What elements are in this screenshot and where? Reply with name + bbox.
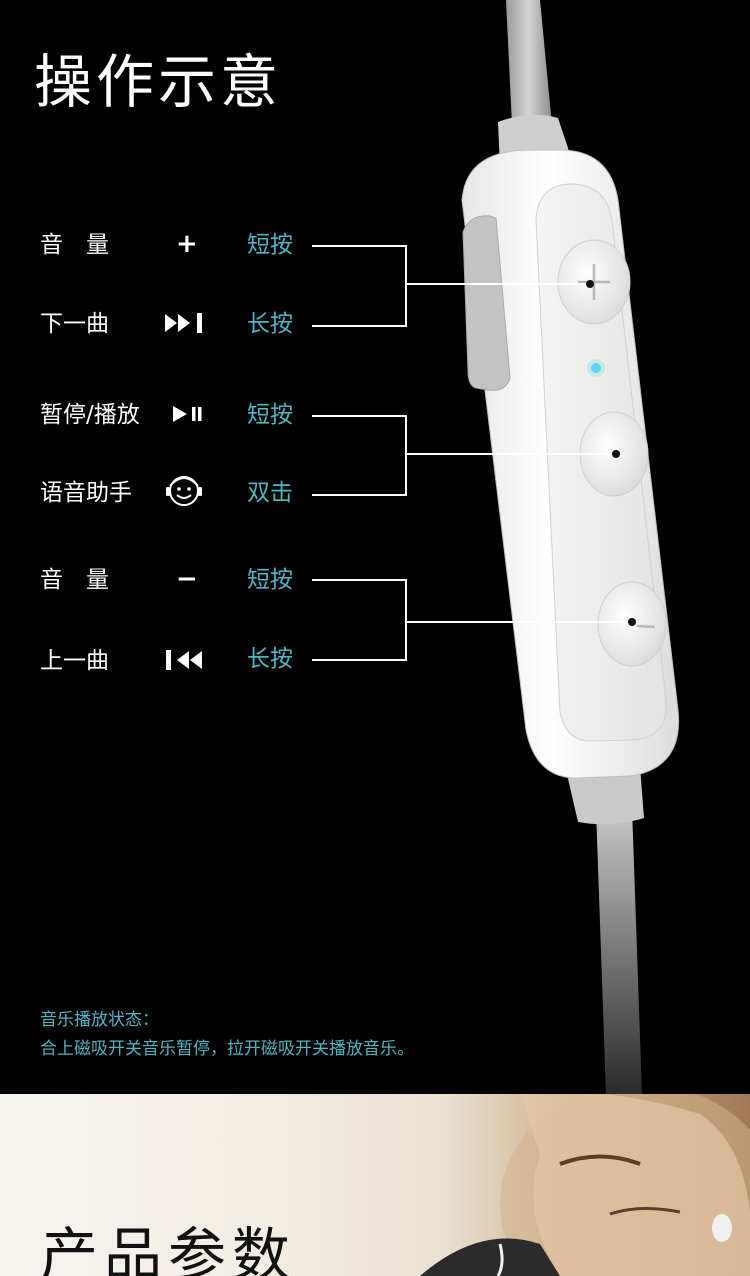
cable-collar-bottom: [566, 766, 644, 825]
play-pause-icon: [173, 406, 202, 422]
model-photo: [420, 1094, 750, 1276]
cable-top: [506, 0, 552, 125]
magnetic-switch: [462, 215, 511, 391]
page-title: 操作示意: [34, 47, 283, 116]
next-track-icon: [165, 313, 202, 333]
action-label-double-click: 双击: [247, 480, 293, 506]
product-params-banner: 产品参数: [0, 1094, 750, 1276]
connector-lines-1: [312, 245, 590, 327]
previous-track-icon: [166, 650, 202, 670]
action-label-short-press: 短按: [247, 232, 293, 258]
function-label-play-pause: 暂停/播放: [40, 402, 140, 428]
function-label-voice-assistant: 语音助手: [40, 480, 132, 506]
action-label-long-press: 长按: [247, 311, 293, 337]
plus-mark: [578, 264, 610, 300]
plus-icon: +: [176, 229, 198, 259]
remote-control-illustration: [312, 0, 680, 1094]
minus-icon: −: [176, 564, 198, 594]
function-label-previous-track: 上一曲: [40, 648, 109, 674]
action-label-short-press-2: 短按: [247, 402, 293, 428]
note-text: 合上磁吸开关音乐暂停，拉开磁吸开关播放音乐。: [40, 1039, 414, 1059]
status-led: [591, 363, 601, 373]
function-label-volume-up: 音 量: [40, 232, 109, 258]
action-label-short-press-3: 短按: [247, 567, 293, 593]
cable-bottom: [596, 808, 642, 1094]
section-title-product-params: 产品参数: [40, 1221, 297, 1276]
note-heading: 音乐播放状态：: [40, 1010, 159, 1030]
function-label-volume-down: 音 量: [40, 567, 109, 593]
minus-mark: [636, 624, 656, 629]
voice-assistant-icon: [166, 476, 202, 506]
connector-lines-3: [312, 579, 632, 661]
action-label-long-press-2: 长按: [247, 646, 293, 672]
function-label-next-track: 下一曲: [40, 311, 109, 337]
connector-lines-2: [312, 415, 616, 496]
